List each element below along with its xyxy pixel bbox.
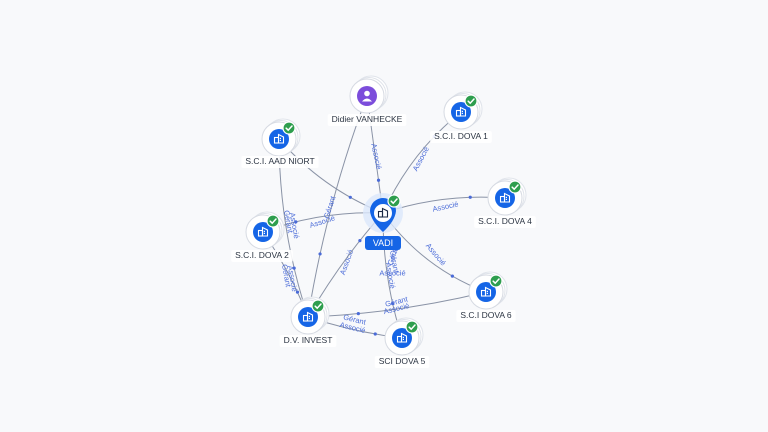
node-aad[interactable]: S.C.I. AAD NIORT	[241, 118, 319, 168]
verified-check-icon	[266, 214, 280, 228]
edge-arrow	[294, 220, 298, 224]
edge-didier-dvinvest	[307, 95, 368, 318]
edge-label: Associé	[411, 145, 431, 172]
node-dova2[interactable]: S.C.I. DOVA 2	[231, 211, 293, 262]
verified-check-icon	[464, 94, 478, 108]
edge-arrow	[391, 302, 395, 306]
node-didier[interactable]: Didier VANHECKE	[327, 75, 407, 126]
node-label: S.C.I. DOVA 4	[478, 216, 532, 226]
verified-check-icon	[282, 121, 296, 135]
node-dova4[interactable]: S.C.I. DOVA 4	[474, 177, 536, 228]
edge-arrow	[295, 290, 300, 294]
edge-label: Associé	[379, 269, 405, 278]
edge-arrow	[468, 195, 472, 199]
node-label: Didier VANHECKE	[332, 114, 403, 124]
center-label-badge	[365, 236, 401, 250]
node-label: S.C.I. DOVA 2	[235, 250, 289, 260]
edge-label: Associé	[338, 248, 355, 276]
verified-check-icon	[387, 194, 401, 208]
edge-label: Associé	[369, 143, 383, 171]
verified-check-icon	[311, 299, 325, 313]
edge-arrow	[356, 311, 360, 316]
node-vadi-center[interactable]: VADI	[363, 193, 403, 250]
edge-dova6-dvinvest	[307, 291, 487, 318]
company-icon	[381, 207, 389, 218]
edge-label: Associé	[424, 241, 448, 267]
verified-check-icon	[508, 180, 522, 194]
edge-label: Gérant	[388, 249, 401, 274]
edge-label: Associé	[288, 212, 301, 239]
edge-arrow	[318, 252, 322, 256]
node-label: D.V. INVEST	[284, 335, 333, 345]
edge-arrow	[450, 274, 454, 278]
verified-check-icon	[489, 274, 503, 288]
edge-label: Associé	[286, 265, 299, 292]
node-label: S.C.I DOVA 6	[460, 310, 512, 320]
node-dova1[interactable]: S.C.I. DOVA 1	[430, 91, 492, 143]
edge-label: Gérant	[280, 263, 293, 288]
node-dova6[interactable]: S.C.I DOVA 6	[456, 271, 516, 322]
edge-arrow	[358, 239, 362, 243]
node-dova5[interactable]: SCI DOVA 5	[374, 317, 430, 368]
center-label: VADI	[373, 238, 393, 248]
edge-arrow	[373, 332, 377, 336]
edge-label: Gérant	[322, 194, 338, 219]
edge-arrow	[292, 266, 296, 270]
node-dvinvest[interactable]: D.V. INVEST	[279, 296, 337, 347]
edge-label: Associé	[432, 199, 460, 213]
verified-check-icon	[405, 320, 419, 334]
edge-arrow	[348, 195, 352, 199]
edge-label: Associé	[384, 262, 397, 289]
edge-label: Gérant	[282, 209, 295, 234]
node-label: SCI DOVA 5	[379, 356, 426, 366]
node-label: S.C.I. AAD NIORT	[245, 156, 314, 166]
node-label: S.C.I. DOVA 1	[434, 131, 488, 141]
edge-arrow	[376, 178, 381, 182]
